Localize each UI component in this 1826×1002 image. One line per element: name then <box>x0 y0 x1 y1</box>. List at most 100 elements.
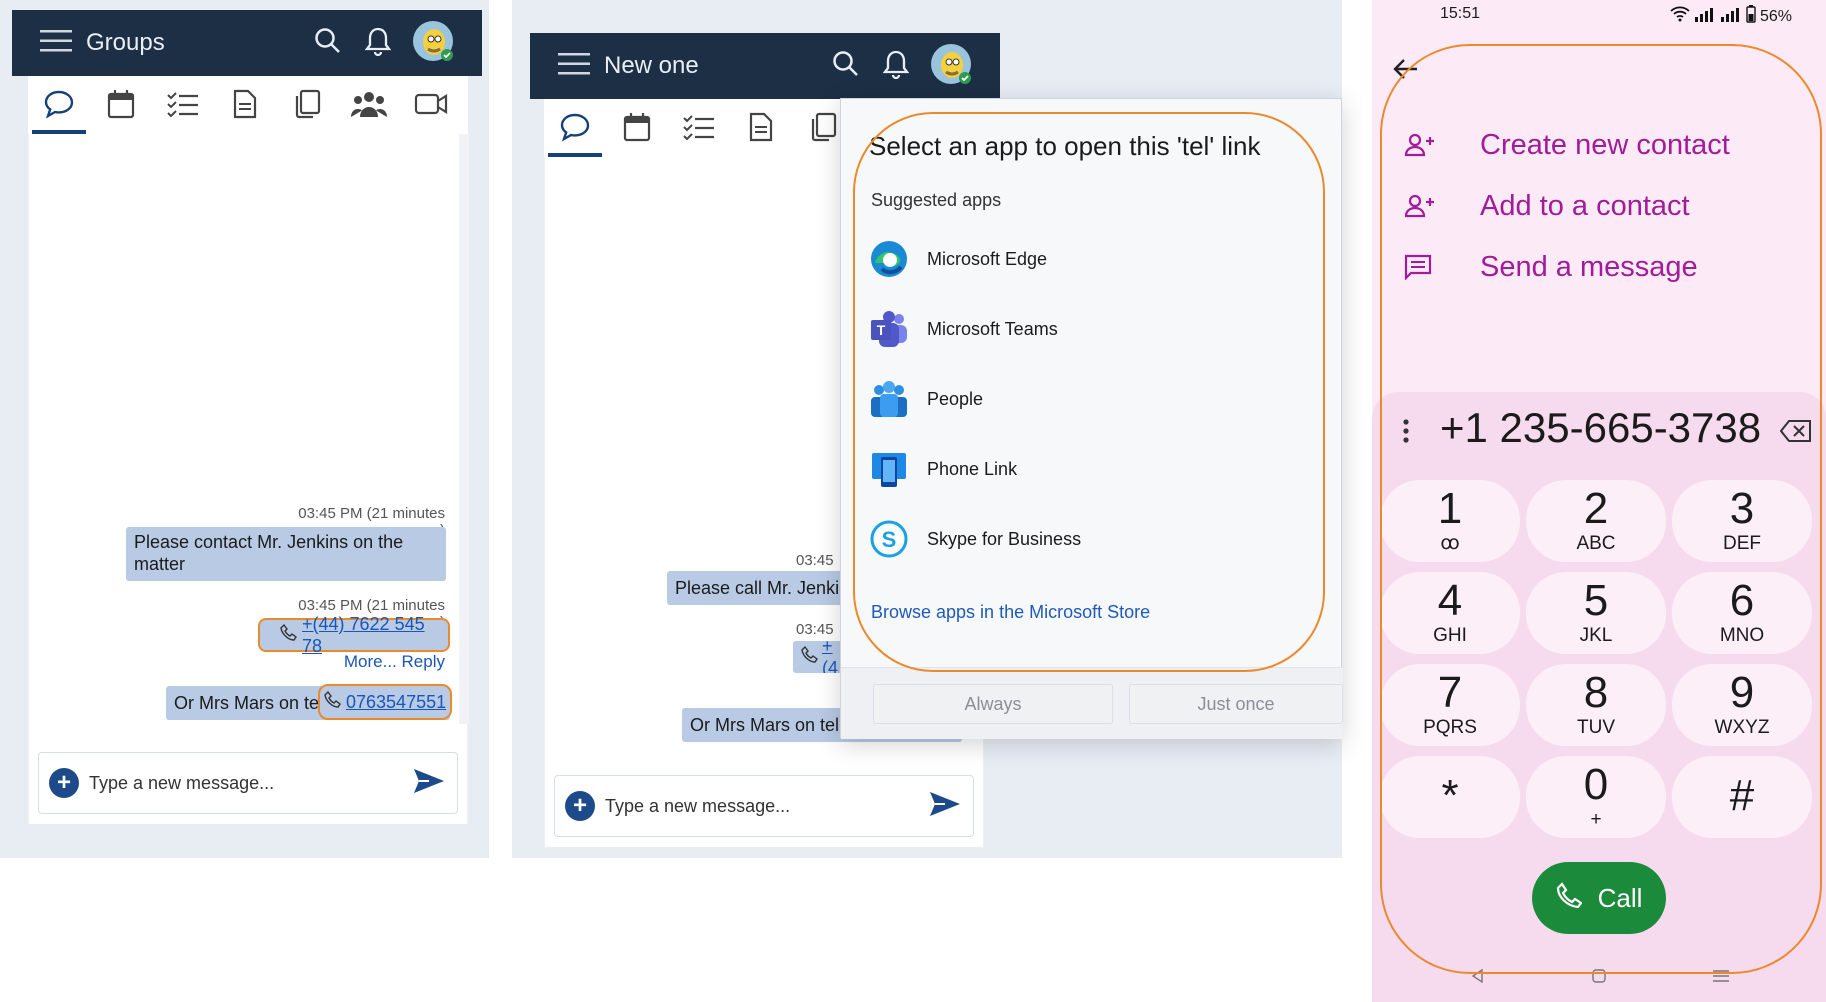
phone-icon <box>280 623 298 647</box>
status-icons: 56% <box>1670 5 1792 28</box>
tab-calendar[interactable] <box>606 101 668 157</box>
voicemail-icon: ꝏ <box>1440 533 1460 554</box>
search-icon[interactable] <box>314 27 342 60</box>
phone-icon <box>324 690 342 714</box>
more-options-icon[interactable] <box>1402 418 1410 449</box>
tab-video[interactable] <box>400 78 462 134</box>
key-digit: 3 <box>1729 484 1755 533</box>
svg-text:T: T <box>877 322 886 338</box>
app-option-phone-link[interactable]: Phone Link <box>869 447 1017 491</box>
app-name: People <box>927 388 984 409</box>
tab-calendar[interactable] <box>90 78 152 134</box>
create-contact-action[interactable]: Create new contact <box>1404 125 1730 165</box>
reply-link[interactable]: Reply <box>401 652 445 671</box>
tab-notes[interactable] <box>730 101 792 157</box>
avatar[interactable] <box>930 43 972 90</box>
battery-level: 56% <box>1760 7 1793 25</box>
app-option-teams[interactable]: T Microsoft Teams <box>869 307 1058 351</box>
nav-recents-icon[interactable] <box>1712 969 1730 988</box>
nav-home-icon[interactable] <box>1591 968 1607 989</box>
key-letters: MNO <box>1719 625 1765 646</box>
tab-chat[interactable] <box>544 101 606 157</box>
add-person-icon <box>1404 133 1440 157</box>
tab-tasks[interactable] <box>152 78 214 134</box>
app-option-skype[interactable]: S Skype for Business <box>869 517 1081 561</box>
key-letters: ABC <box>1576 533 1616 554</box>
android-nav-bar <box>1470 966 1730 990</box>
calendar-icon <box>623 112 651 147</box>
group-people-icon <box>350 89 388 124</box>
dialed-number[interactable]: +1 235-665-3738 <box>1440 404 1762 451</box>
message-composer[interactable]: + Type a new message... <box>554 775 974 837</box>
key-digit: 2 <box>1583 484 1609 533</box>
tel-link[interactable]: 0763547551 <box>346 691 447 712</box>
page-title: New one <box>604 52 699 79</box>
key-hash[interactable]: # <box>1672 756 1812 838</box>
left-app-bar: Groups <box>12 10 482 76</box>
tab-chat[interactable] <box>28 78 90 134</box>
left-chat-area[interactable] <box>28 134 469 824</box>
key-star[interactable]: * <box>1380 756 1520 838</box>
call-button[interactable]: Call <box>1532 862 1666 934</box>
message-text: Or Mrs Mars on tel <box>174 693 324 713</box>
key-0[interactable]: 0+ <box>1526 756 1666 838</box>
app-option-people[interactable]: People <box>869 377 983 421</box>
key-digit: 5 <box>1583 576 1609 625</box>
key-digit: 9 <box>1729 668 1755 717</box>
app-option-edge[interactable]: Microsoft Edge <box>869 237 1047 281</box>
page-title: Groups <box>86 29 165 56</box>
always-button[interactable]: Always <box>873 684 1113 724</box>
tab-files[interactable] <box>276 78 338 134</box>
chat-bubble-icon <box>43 89 75 124</box>
tab-notes[interactable] <box>214 78 276 134</box>
add-attachment-button[interactable]: + <box>565 791 595 821</box>
key-digit: 8 <box>1583 668 1609 717</box>
search-icon[interactable] <box>832 50 860 83</box>
add-attachment-button[interactable]: + <box>49 768 79 798</box>
bell-icon[interactable] <box>882 49 910 84</box>
tab-tasks[interactable] <box>668 101 730 157</box>
tel-link-highlight[interactable]: 0763547551 <box>318 684 452 720</box>
hamburger-menu-icon[interactable] <box>40 29 72 58</box>
add-person-icon <box>1404 194 1440 218</box>
add-to-contact-action[interactable]: Add to a contact <box>1404 186 1690 226</box>
document-icon <box>233 89 257 124</box>
scrollbar[interactable] <box>459 134 469 724</box>
video-camera-icon <box>414 92 448 121</box>
tab-files[interactable] <box>792 101 854 157</box>
message-timestamp: 03:45 <box>796 552 834 569</box>
tel-link[interactable]: +(4 <box>822 641 839 673</box>
app-name: Microsoft Edge <box>927 248 1048 269</box>
phone-link-bubble[interactable]: +(44) 7622 545 78 <box>258 614 450 656</box>
send-icon[interactable] <box>413 767 445 800</box>
browse-store-link[interactable]: Browse apps in the Microsoft Store <box>871 602 1151 622</box>
message-composer[interactable]: + Type a new message... <box>38 752 458 814</box>
send-icon[interactable] <box>929 790 961 823</box>
checklist-icon <box>683 114 715 145</box>
key-letters: GHI <box>1433 625 1467 646</box>
just-once-button[interactable]: Just once <box>1129 684 1343 724</box>
tab-members[interactable] <box>338 78 400 134</box>
hamburger-menu-icon[interactable] <box>558 52 590 81</box>
send-message-action[interactable]: Send a message <box>1404 247 1698 287</box>
phone-link-bubble[interactable]: +(4 <box>793 641 843 673</box>
left-tab-bar <box>28 76 468 134</box>
message-actions: More... Reply <box>340 652 445 672</box>
backspace-icon[interactable] <box>1779 419 1812 448</box>
phone-icon <box>801 645 819 669</box>
bell-icon[interactable] <box>364 26 392 61</box>
avatar[interactable] <box>412 20 454 67</box>
key-digit: # <box>1729 771 1755 820</box>
tel-link[interactable]: +(44) 7622 545 78 <box>302 614 425 656</box>
key-digit: 0 <box>1583 760 1609 809</box>
more-link[interactable]: More... <box>343 652 397 671</box>
